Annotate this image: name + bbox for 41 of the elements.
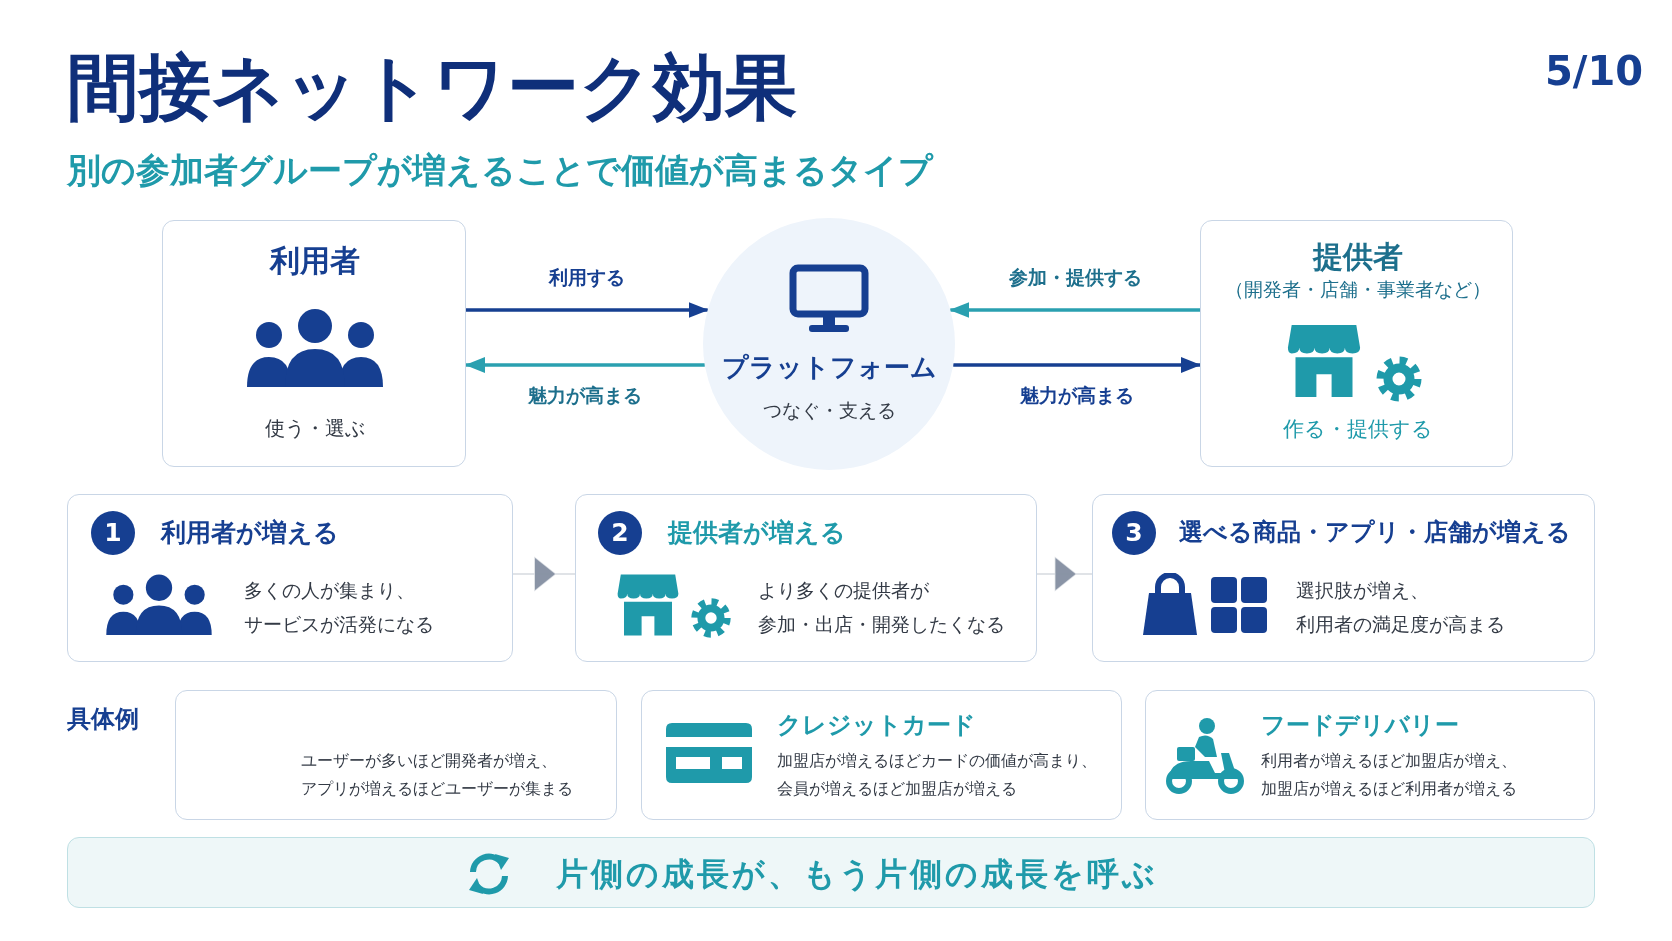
arrow [465,357,705,373]
card [1200,220,1513,467]
card [162,220,466,467]
step-number: 1 [91,511,135,555]
group-subheading: （開発者・店舗・事業者など） [1223,277,1492,302]
step-heading: 利用者が増える [161,517,339,549]
chevron-arrow [1036,557,1093,591]
group-caption: 使う・選ぶ [264,415,366,442]
card [175,690,617,820]
card [1092,494,1595,662]
card [575,494,1037,662]
platform-heading: プラットフォーム [720,351,938,384]
group-heading: 提供者 [1311,238,1404,276]
example-description: 加盟店が増えるほどカードの価値が高まり、会員が増えるほど加盟店が増える [777,750,1097,800]
step-number: 2 [598,511,642,555]
step-description: 選択肢が増え、利用者の満足度が高まる [1296,578,1505,637]
group-caption: 作る・提供する [1281,416,1434,443]
example-description: 利用者が増えるほど加盟店が増え、加盟店が増えるほど利用者が増える [1261,750,1517,800]
step-number: 3 [1112,511,1156,555]
card [67,494,513,662]
group-heading: 利用者 [268,242,361,280]
step-heading: 選べる商品・アプリ・店舗が増える [1179,517,1571,548]
step-description: より多くの提供者が参加・出店・開発したくなる [758,578,1005,637]
example-description: ユーザーが多いほど開発者が増え、アプリが増えるほどユーザーが集まる [301,750,573,800]
arrow [949,302,1200,318]
example-heading: フードデリバリー [1261,710,1459,741]
arrow [466,302,709,318]
card [1145,690,1595,820]
platform-caption: つなぐ・支える [761,398,897,423]
example-heading: クレジットカード [777,710,976,741]
slide-title: 間接ネットワーク効果 [67,44,797,131]
card [641,690,1122,820]
page-number: 5/10 [1545,48,1644,94]
arrow [953,357,1201,373]
step-description: 多くの人が集まり、サービスが活発になる [244,578,434,637]
step-heading: 提供者が増える [668,517,846,549]
message-banner [67,837,1595,908]
banner-message: 片側の成長が、もう片側の成長を呼ぶ [556,854,1158,895]
slide-subtitle: 別の参加者グループが増えることで価値が高まるタイプ [67,149,933,192]
section-label: 具体例 [67,704,139,735]
chevron-arrow [512,557,576,591]
